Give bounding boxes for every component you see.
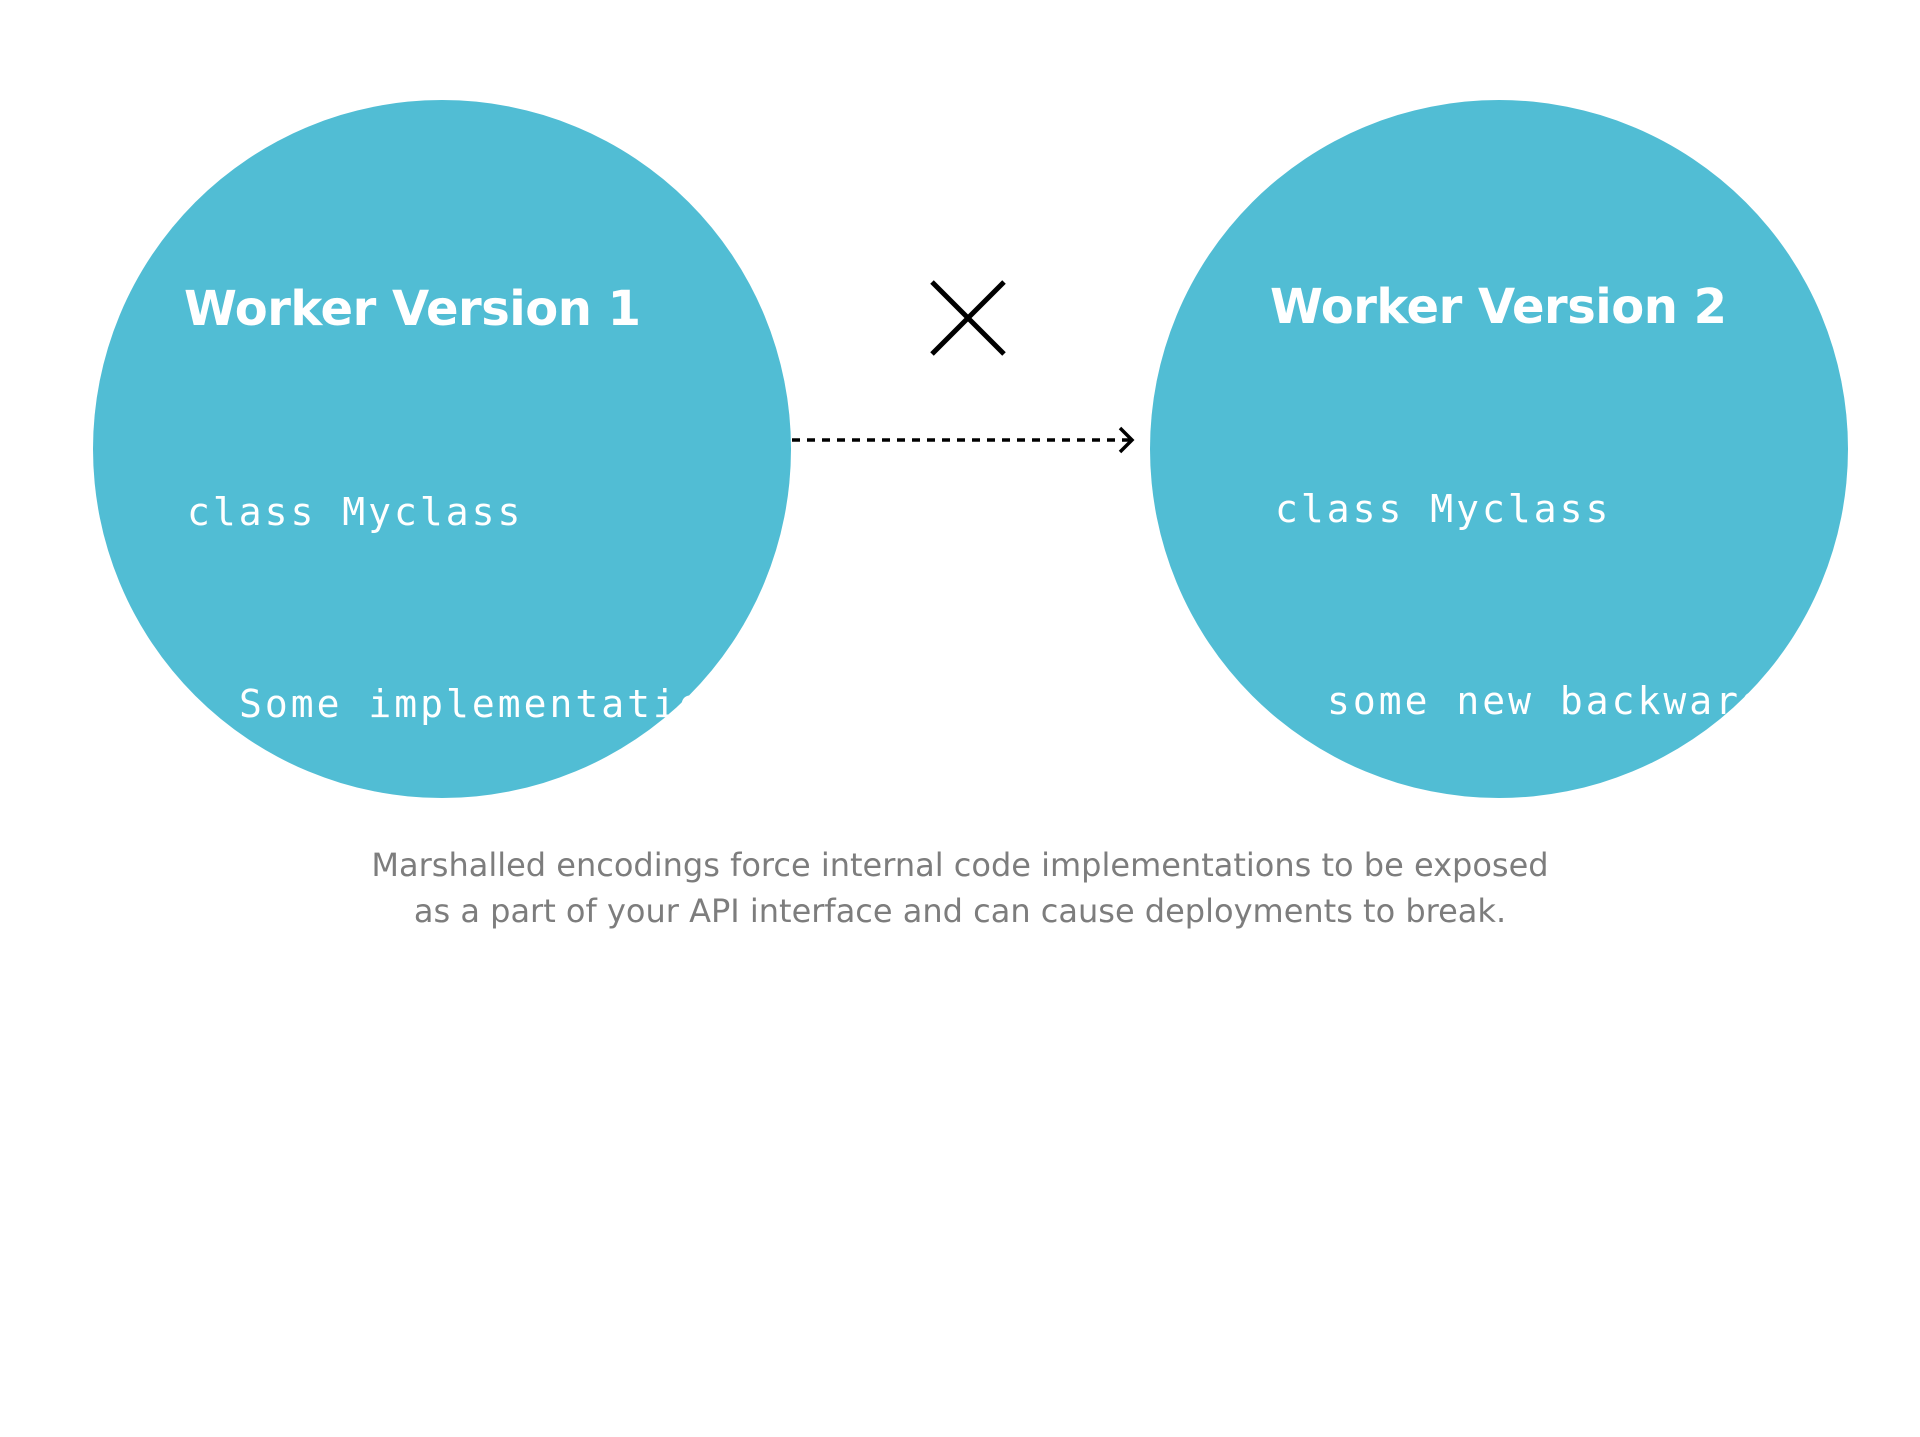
code-line-body: some new backwards xyxy=(1327,679,1793,723)
caption-line-2: as a part of your API interface and can … xyxy=(413,892,1507,930)
x-icon xyxy=(930,280,1006,356)
worker-version-2-title: Worker Version 2 xyxy=(1270,279,1727,335)
diagram: Worker Version 1 class Myclass Some impl… xyxy=(93,100,1848,934)
diagram-caption: Marshalled encodings force internal code… xyxy=(260,842,1660,934)
code-line-end: end xyxy=(1275,1255,1353,1299)
worker-version-1-code: class Myclass Some implementation end xyxy=(187,352,731,1056)
code-line-end: end xyxy=(187,874,265,918)
code-line-class: class Myclass xyxy=(187,490,524,534)
worker-version-2-circle xyxy=(1150,100,1848,798)
worker-version-1-circle xyxy=(93,100,791,798)
code-line-body: incompatible xyxy=(1327,871,1638,915)
caption-line-1: Marshalled encodings force internal code… xyxy=(371,846,1549,884)
code-line-class: class Myclass xyxy=(1275,487,1612,531)
code-line-body: Some implementation xyxy=(239,682,731,726)
worker-version-1-title: Worker Version 1 xyxy=(184,281,641,337)
dashed-arrow-connector xyxy=(792,426,1135,454)
code-line-body: implementation xyxy=(1327,1063,1690,1107)
arrow-head-icon xyxy=(1118,426,1135,454)
